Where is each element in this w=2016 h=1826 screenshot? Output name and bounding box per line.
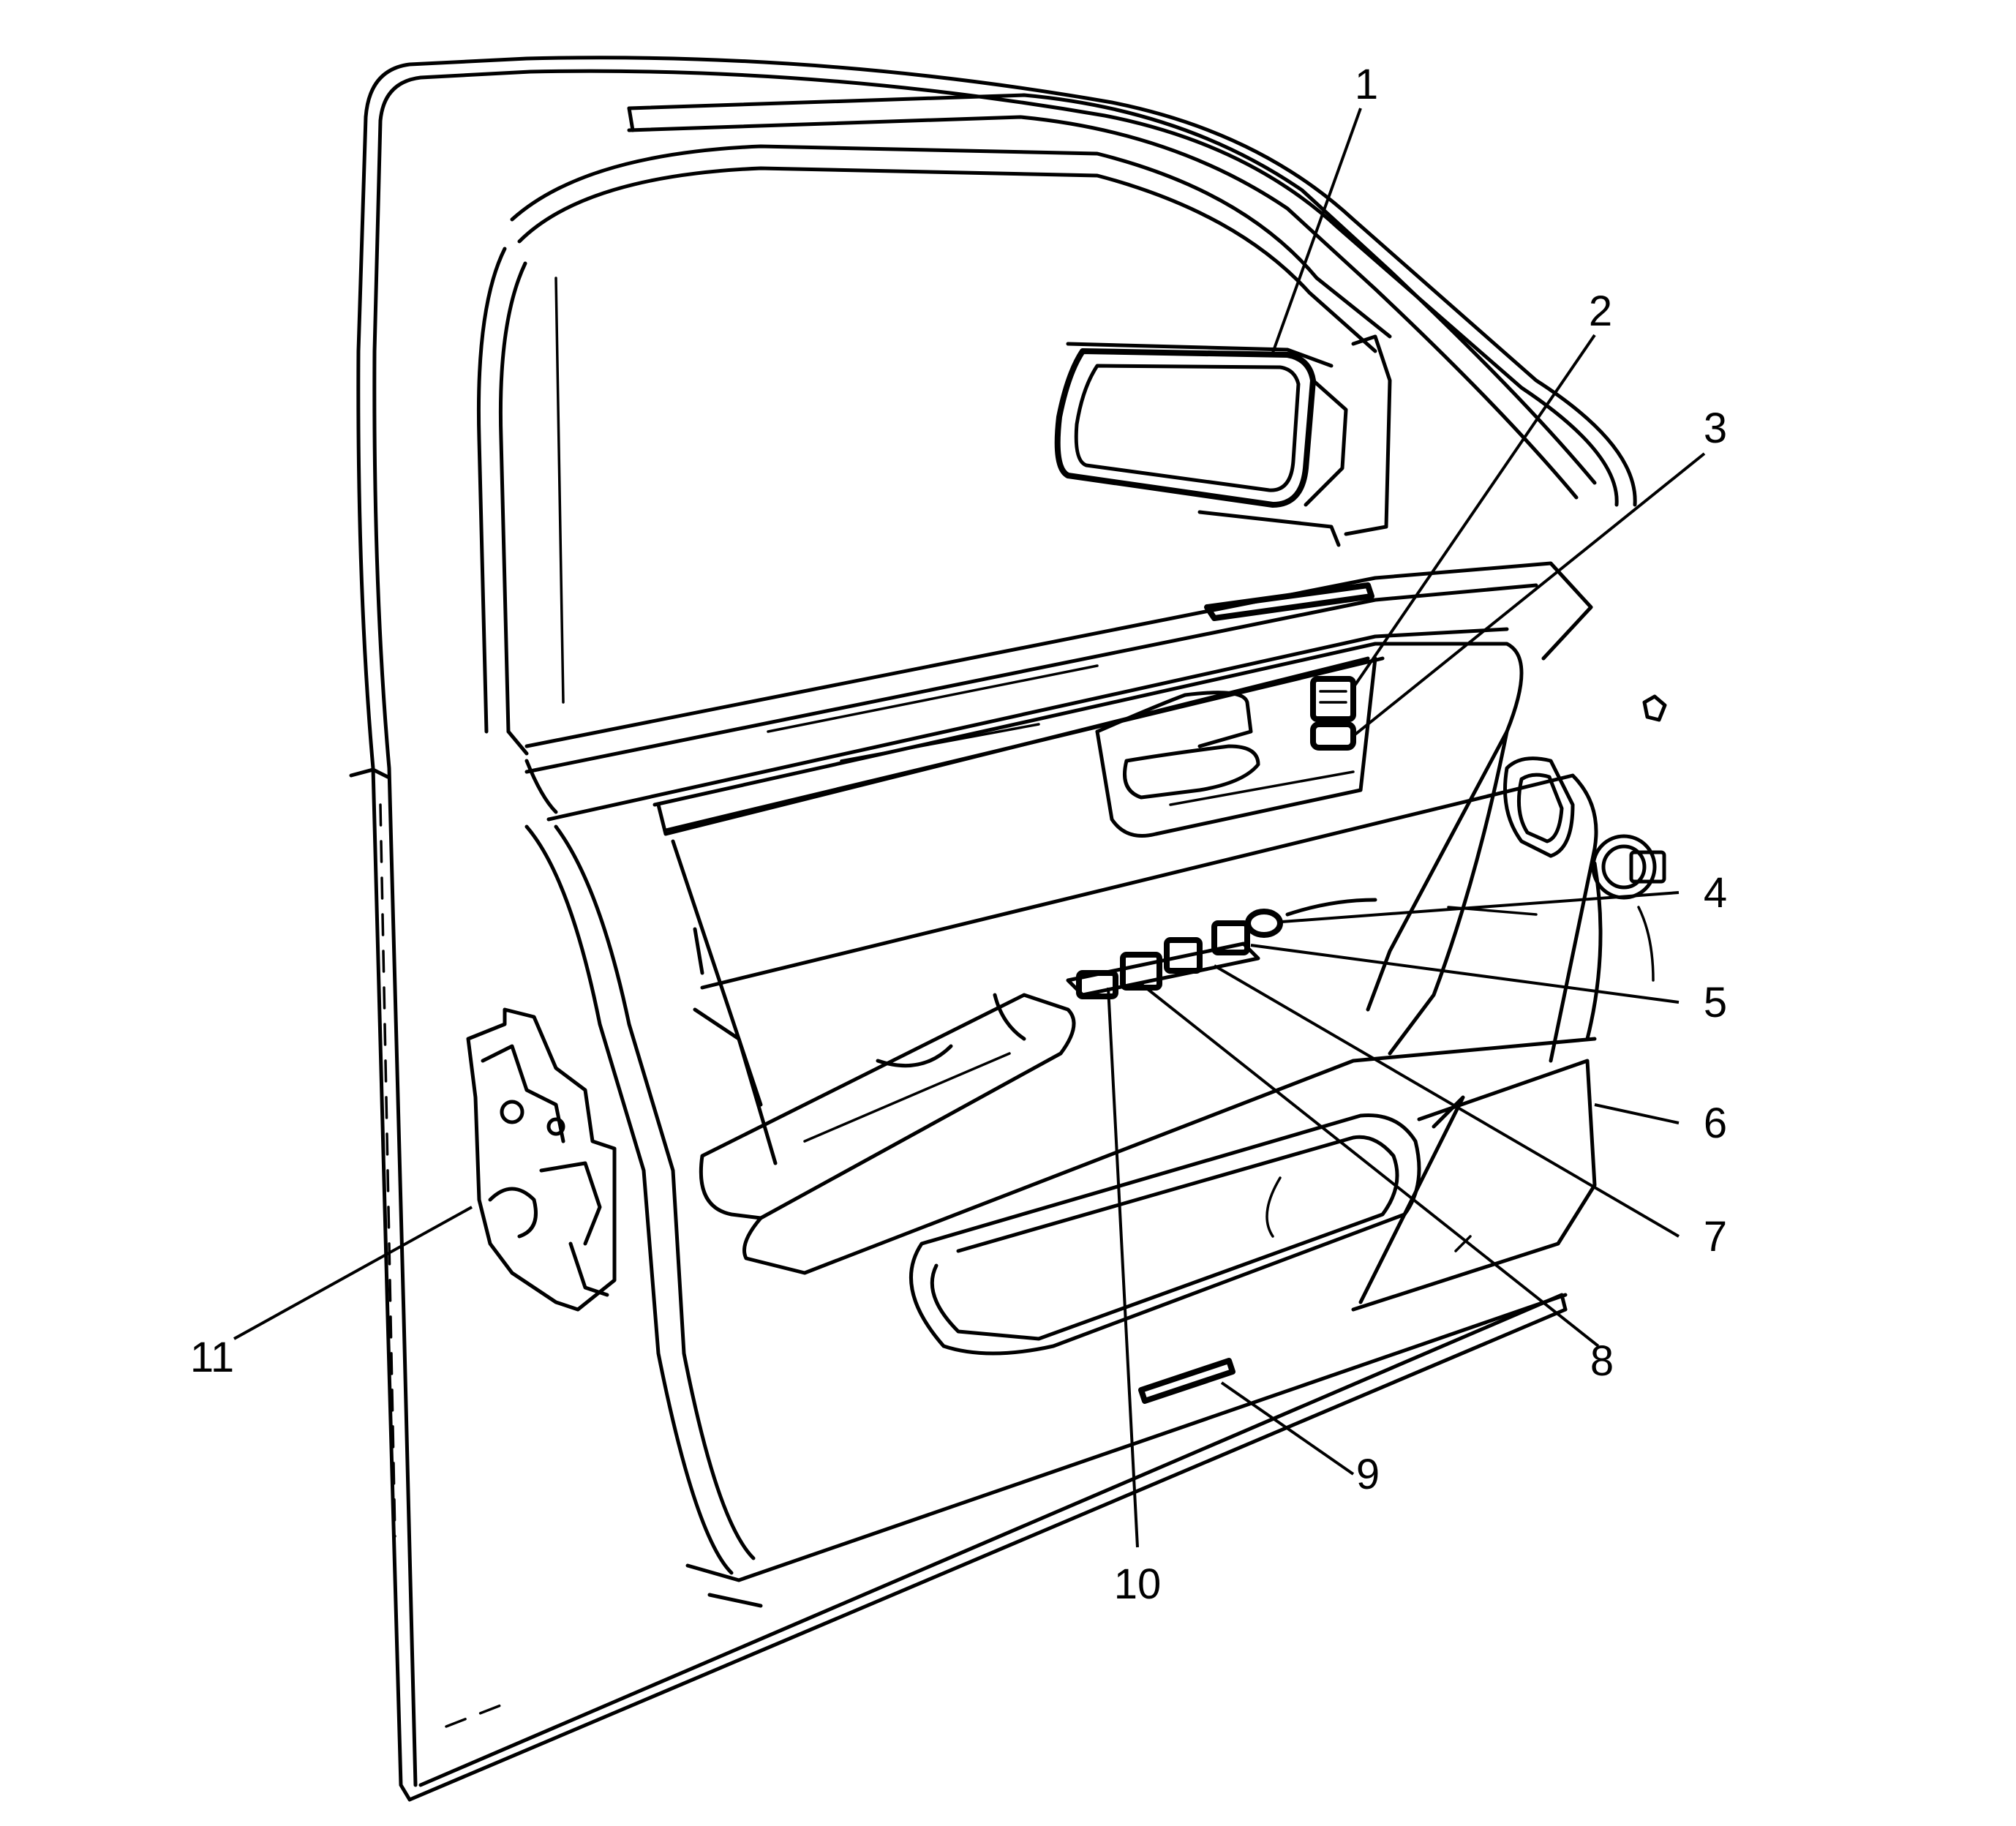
leader-1	[1271, 108, 1362, 353]
leader-5	[1250, 944, 1680, 1004]
leader-lines	[233, 108, 1706, 1548]
callout-2: 2	[1589, 288, 1612, 335]
door-opening-components	[1503, 694, 1667, 982]
leader-9	[1220, 1381, 1355, 1476]
upper-trim-panel	[524, 561, 1593, 1107]
leader-10	[1107, 987, 1139, 1548]
callout-11: 11	[190, 1334, 234, 1381]
callout-labels: 1 2 3 4 5 6 7 8 9 10 11	[190, 61, 1727, 1608]
leader-6	[1594, 1103, 1680, 1124]
armrest	[699, 993, 1597, 1275]
callout-7: 7	[1704, 1213, 1727, 1260]
leader-7	[1213, 964, 1680, 1238]
inside-handle	[1095, 656, 1377, 838]
outside-mirror	[1054, 334, 1392, 547]
leader-3	[1352, 452, 1706, 737]
window-frame	[476, 93, 1597, 756]
leader-4	[1281, 891, 1680, 923]
upper-switch-bezel	[1310, 676, 1356, 751]
leader-11	[233, 1206, 473, 1340]
map-pocket	[909, 1059, 1597, 1356]
lower-switch-bezel	[1066, 898, 1377, 999]
callout-10: 10	[1114, 1560, 1162, 1608]
leader-8	[1140, 982, 1600, 1348]
callout-4: 4	[1704, 869, 1727, 917]
callout-9: 9	[1356, 1451, 1380, 1498]
reflector	[1138, 1358, 1235, 1404]
door-latch	[466, 1007, 617, 1312]
leader-2	[1352, 334, 1596, 689]
callout-5: 5	[1704, 979, 1727, 1026]
callout-8: 8	[1590, 1337, 1614, 1385]
callout-1: 1	[1355, 61, 1378, 108]
door-trim-panel	[524, 729, 1603, 1608]
callout-6: 6	[1704, 1100, 1727, 1147]
callout-3: 3	[1704, 405, 1727, 452]
